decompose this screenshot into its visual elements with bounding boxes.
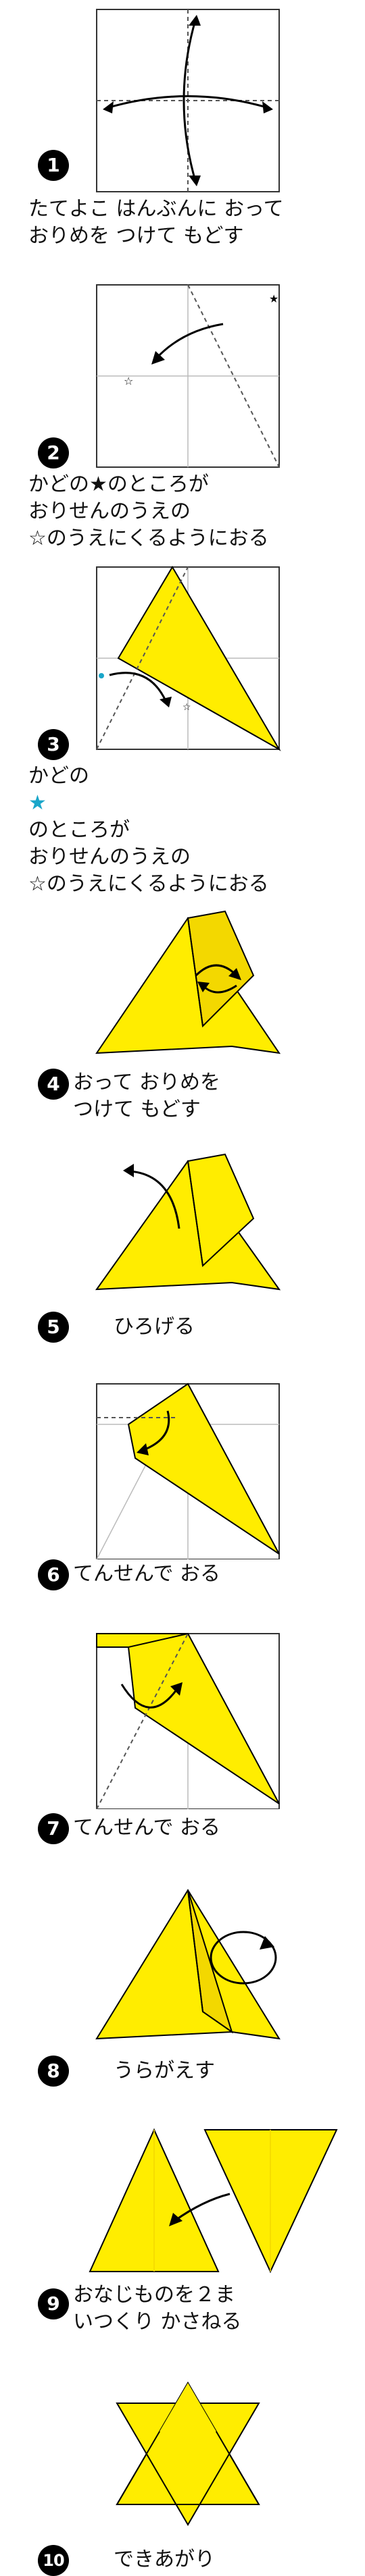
paper-fold	[127, 1383, 280, 1555]
step-10-figure	[0, 2376, 365, 2538]
white-star-icon: ☆	[124, 375, 133, 387]
step-3-figure: ☆	[0, 554, 365, 756]
step-number-badge: 9	[38, 2288, 69, 2319]
step-2-caption: かどの★のところが おりせんのうえの ☆のうえにくるようにおる	[28, 473, 269, 550]
paper-fold	[95, 1889, 281, 2040]
step-10: 10 できあがり	[0, 2376, 365, 2576]
step-7-figure	[0, 1627, 365, 1809]
step-5: 5 ひろげる	[0, 1148, 365, 1364]
step-4: 4 おって おりめを つけて もどす	[0, 898, 365, 1127]
fold-arrow	[155, 323, 224, 359]
blue-star-icon	[99, 673, 104, 678]
overlap-arrow	[174, 2193, 230, 2222]
step-9-figure	[0, 2120, 365, 2282]
blue-star-icon: ★	[28, 791, 47, 815]
paper-fold	[95, 917, 281, 1054]
turn-over-arrow	[210, 1931, 277, 1985]
step-6-figure	[0, 1377, 365, 1559]
step-8: 8 うらがえす	[0, 1877, 365, 2099]
unfold-arrow	[129, 1170, 180, 1229]
fold-arrow	[109, 672, 167, 701]
step-5-figure	[0, 1148, 365, 1310]
step-number-badge: 3	[38, 729, 69, 760]
paper-fold	[117, 566, 281, 751]
step-8-caption: うらがえす	[114, 2059, 215, 2083]
step-7: 7 てんせんで おる	[0, 1627, 365, 1856]
black-star-icon: ★	[269, 292, 278, 305]
step-4-figure	[0, 898, 365, 1073]
step-number-badge: 7	[38, 1813, 69, 1844]
step-1: 1 たてよこ はんぶんに おって おりめを つけて もどす	[0, 0, 365, 248]
step-8-figure	[0, 1877, 365, 2052]
step-number-badge: 10	[38, 2545, 69, 2576]
step-2: ★ ☆ 2 かどの★のところが おりせんのうえの ☆のうえにくるようにおる	[0, 270, 365, 560]
step-3-caption: かどの★のところが おりせんのうえの ☆のうえにくるようにおる	[28, 764, 269, 896]
step-number-badge: 5	[38, 1312, 69, 1343]
step-2-figure: ★ ☆	[0, 270, 365, 473]
step-5-caption: ひろげる	[114, 1315, 195, 1339]
step-number-badge: 4	[38, 1069, 69, 1100]
step-7-caption: てんせんで おる	[73, 1816, 221, 1840]
step-1-caption: たてよこ はんぶんに おって おりめを つけて もどす	[28, 197, 284, 248]
paper-fold	[95, 1160, 281, 1291]
fold-arrow	[182, 20, 197, 182]
step-6-caption: てんせんで おる	[73, 1562, 221, 1586]
step-number-badge: 8	[38, 2056, 69, 2087]
white-star-icon: ☆	[182, 702, 191, 713]
step-9-caption: おなじものを２ま いつくり かさねる	[73, 2283, 242, 2334]
step-9: 9 おなじものを２ま いつくり かさねる	[0, 2120, 365, 2363]
step-1-figure	[0, 0, 365, 230]
step-6: 6 てんせんで おる	[0, 1377, 365, 1607]
fold-arrow	[120, 1684, 178, 1709]
fold-arrow	[143, 1410, 170, 1451]
step-3: ☆ 3 かどの★のところが おりせんのうえの ☆のうえにくるようにおる	[0, 554, 365, 896]
step-4-caption: おって おりめを つけて もどす	[73, 1071, 221, 1121]
step-number-badge: 6	[38, 1559, 69, 1590]
step-number-badge: 1	[38, 150, 69, 181]
step-10-caption: できあがり	[114, 2548, 215, 2571]
fold-arrow	[106, 95, 270, 109]
step-number-badge: 2	[38, 437, 69, 468]
